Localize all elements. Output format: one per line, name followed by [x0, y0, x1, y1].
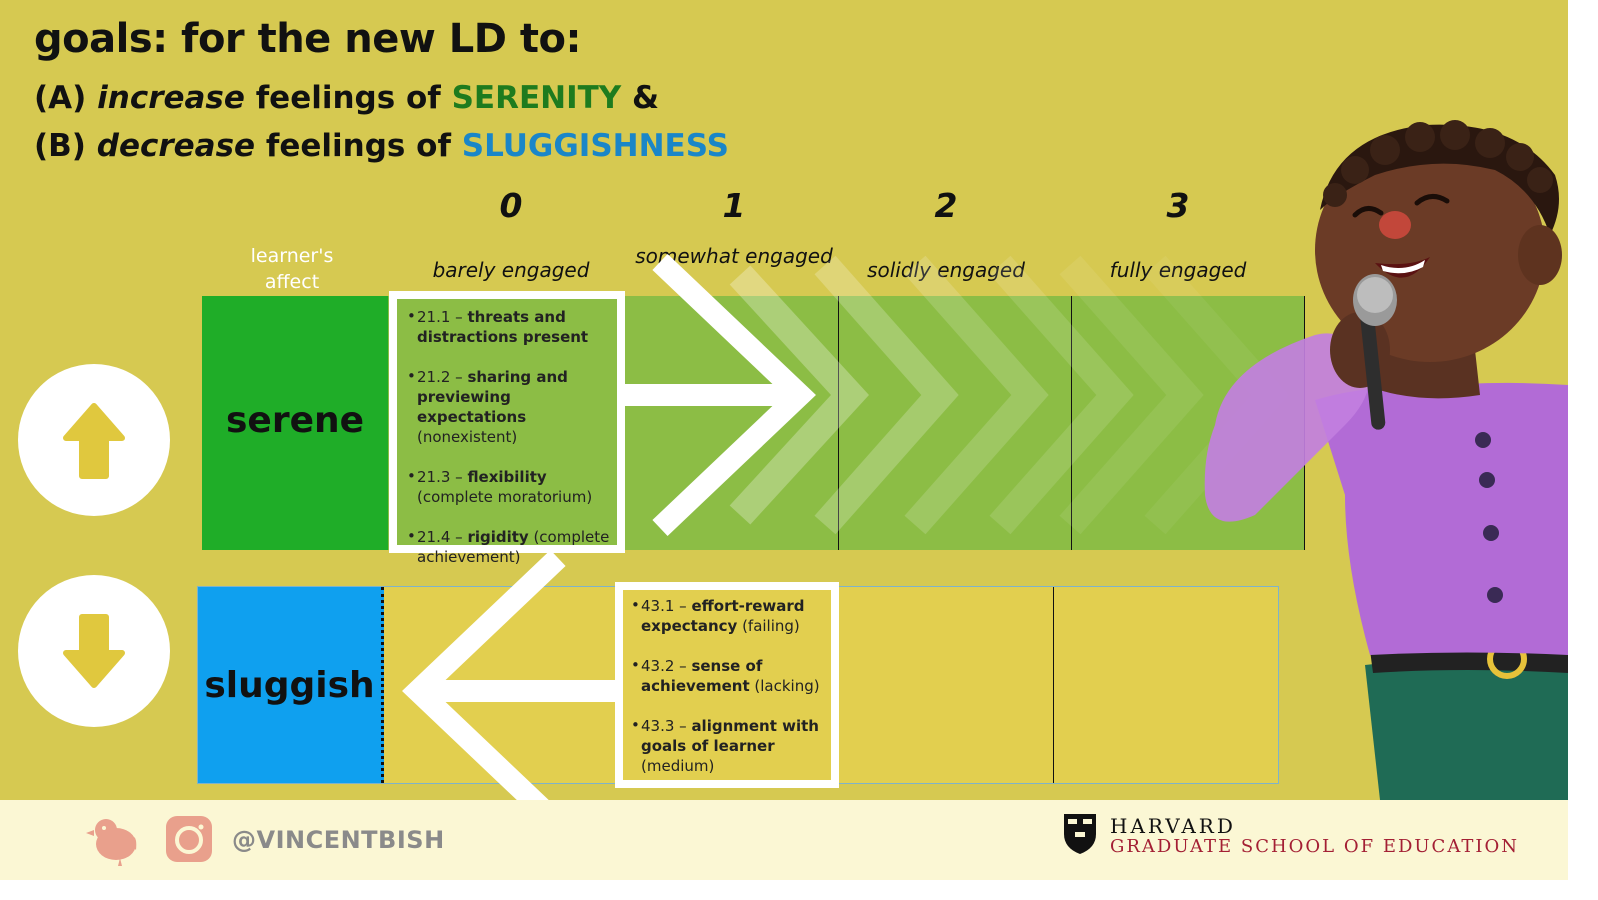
column-label-2: solidly engaged: [867, 258, 1025, 282]
goal-b-verb: decrease: [96, 128, 256, 164]
goal-a: (A) increase feelings of SERENITY &: [34, 80, 659, 116]
goal-b: (B) decrease feelings of SLUGGISHNESS: [34, 128, 729, 164]
goal-b-mid: feelings of: [255, 128, 462, 164]
column-label-0: barely engaged: [432, 258, 590, 282]
camera-icon[interactable]: [166, 816, 212, 862]
list-item: 21.4 – rigidity (complete achievement): [407, 526, 613, 567]
list-item: 43.3 – alignment with goals of learner (…: [631, 715, 827, 776]
list-item: 21.1 – threats and distractions present: [407, 306, 613, 347]
column-number-1: 1: [722, 186, 746, 225]
column-divider: [838, 296, 839, 550]
sluggish-label-cell: sluggish: [198, 587, 384, 783]
column-number-3: 3: [1166, 186, 1190, 225]
goal-a-mid: feelings of: [244, 80, 452, 116]
sluggish-items-box: 43.1 – effort-reward expectancy (failing…: [615, 582, 839, 788]
serene-label-cell: serene: [202, 296, 388, 550]
school-name: GRADUATE SCHOOL OF EDUCATION: [1110, 836, 1519, 857]
list-item: 43.1 – effort-reward expectancy (failing…: [631, 595, 827, 636]
up-arrow-icon: [63, 403, 125, 479]
column-divider: [1071, 296, 1072, 550]
increase-circle: [18, 364, 170, 516]
decrease-circle: [18, 575, 170, 727]
column-number-0: 0: [499, 186, 523, 225]
serene-items-list: 21.1 – threats and distractions present …: [397, 299, 617, 567]
serene-label: serene: [225, 400, 365, 441]
list-item: 21.3 – flexibility (complete moratorium): [407, 466, 613, 507]
sluggish-label: sluggish: [204, 665, 375, 706]
goal-a-suffix: &: [621, 80, 660, 116]
column-label-3: fully engaged: [1109, 258, 1247, 282]
serenity-word: SERENITY: [451, 80, 622, 116]
social-handle[interactable]: @VINCENTBISH: [232, 826, 445, 854]
goal-a-prefix: (A): [34, 80, 98, 116]
goal-b-prefix: (B): [34, 128, 97, 164]
serene-items-box: 21.1 – threats and distractions present …: [389, 291, 625, 566]
affect-column-label: learner's affect: [250, 245, 334, 293]
footer: [0, 800, 1568, 880]
sluggish-items-list: 43.1 – effort-reward expectancy (failing…: [623, 590, 831, 776]
harvard-shield-icon: [1064, 814, 1096, 854]
sluggishness-word: SLUGGISHNESS: [461, 128, 729, 164]
singer-character-illustration: [1204, 120, 1568, 800]
bird-icon[interactable]: [86, 810, 144, 868]
slide: goals: for the new LD to: (A) increase f…: [0, 0, 1568, 880]
list-item: 43.2 – sense of achievement (lacking): [631, 655, 827, 696]
column-divider: [1053, 587, 1054, 783]
left-arrow-icon: [402, 550, 615, 832]
list-item: 21.2 – sharing and previewing expectatio…: [407, 366, 613, 447]
goal-a-verb: increase: [97, 80, 245, 116]
harvard-wordmark: HARVARD: [1110, 814, 1236, 838]
slide-title: goals: for the new LD to:: [34, 16, 581, 62]
right-arrow-icon: [625, 254, 816, 536]
down-arrow-icon: [63, 614, 125, 688]
column-number-2: 2: [934, 186, 958, 225]
